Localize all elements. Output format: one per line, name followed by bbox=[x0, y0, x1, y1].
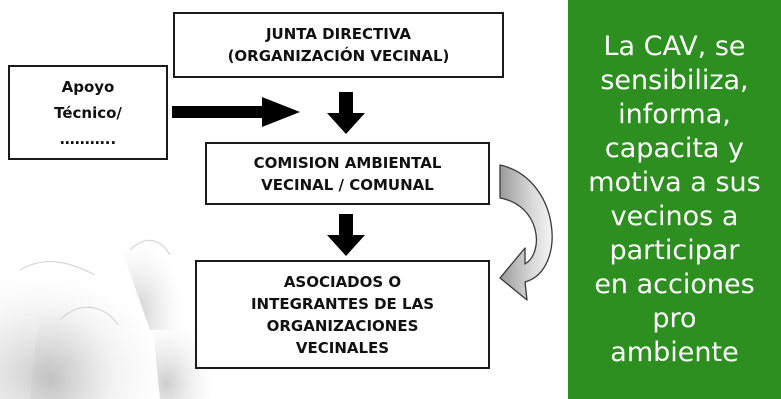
curved-arrow-icon bbox=[499, 164, 553, 301]
arrow-down-icon bbox=[327, 92, 365, 134]
apoyo-tecnico-box: Apoyo Técnico/ ……….. bbox=[8, 65, 168, 160]
comision-ambiental-label: COMISION AMBIENTAL VECINAL / COMUNAL bbox=[253, 153, 442, 194]
description-text: La CAV, se sensibiliza, informa, capacit… bbox=[588, 30, 761, 368]
junta-directiva-box: JUNTA DIRECTIVA (ORGANIZACIÓN VECINAL) bbox=[173, 12, 504, 78]
junta-directiva-label: JUNTA DIRECTIVA (ORGANIZACIÓN VECINAL) bbox=[227, 25, 450, 65]
asociados-box: ASOCIADOS O INTEGRANTES DE LAS ORGANIZAC… bbox=[195, 260, 490, 369]
description-panel: La CAV, se sensibiliza, informa, capacit… bbox=[568, 0, 781, 399]
arrow-down-icon bbox=[327, 214, 365, 256]
apoyo-tecnico-label: Apoyo Técnico/ ……….. bbox=[54, 77, 122, 148]
asociados-label: ASOCIADOS O INTEGRANTES DE LAS ORGANIZAC… bbox=[250, 272, 435, 357]
arrow-right-icon bbox=[172, 97, 300, 127]
comision-ambiental-box: COMISION AMBIENTAL VECINAL / COMUNAL bbox=[205, 142, 490, 205]
